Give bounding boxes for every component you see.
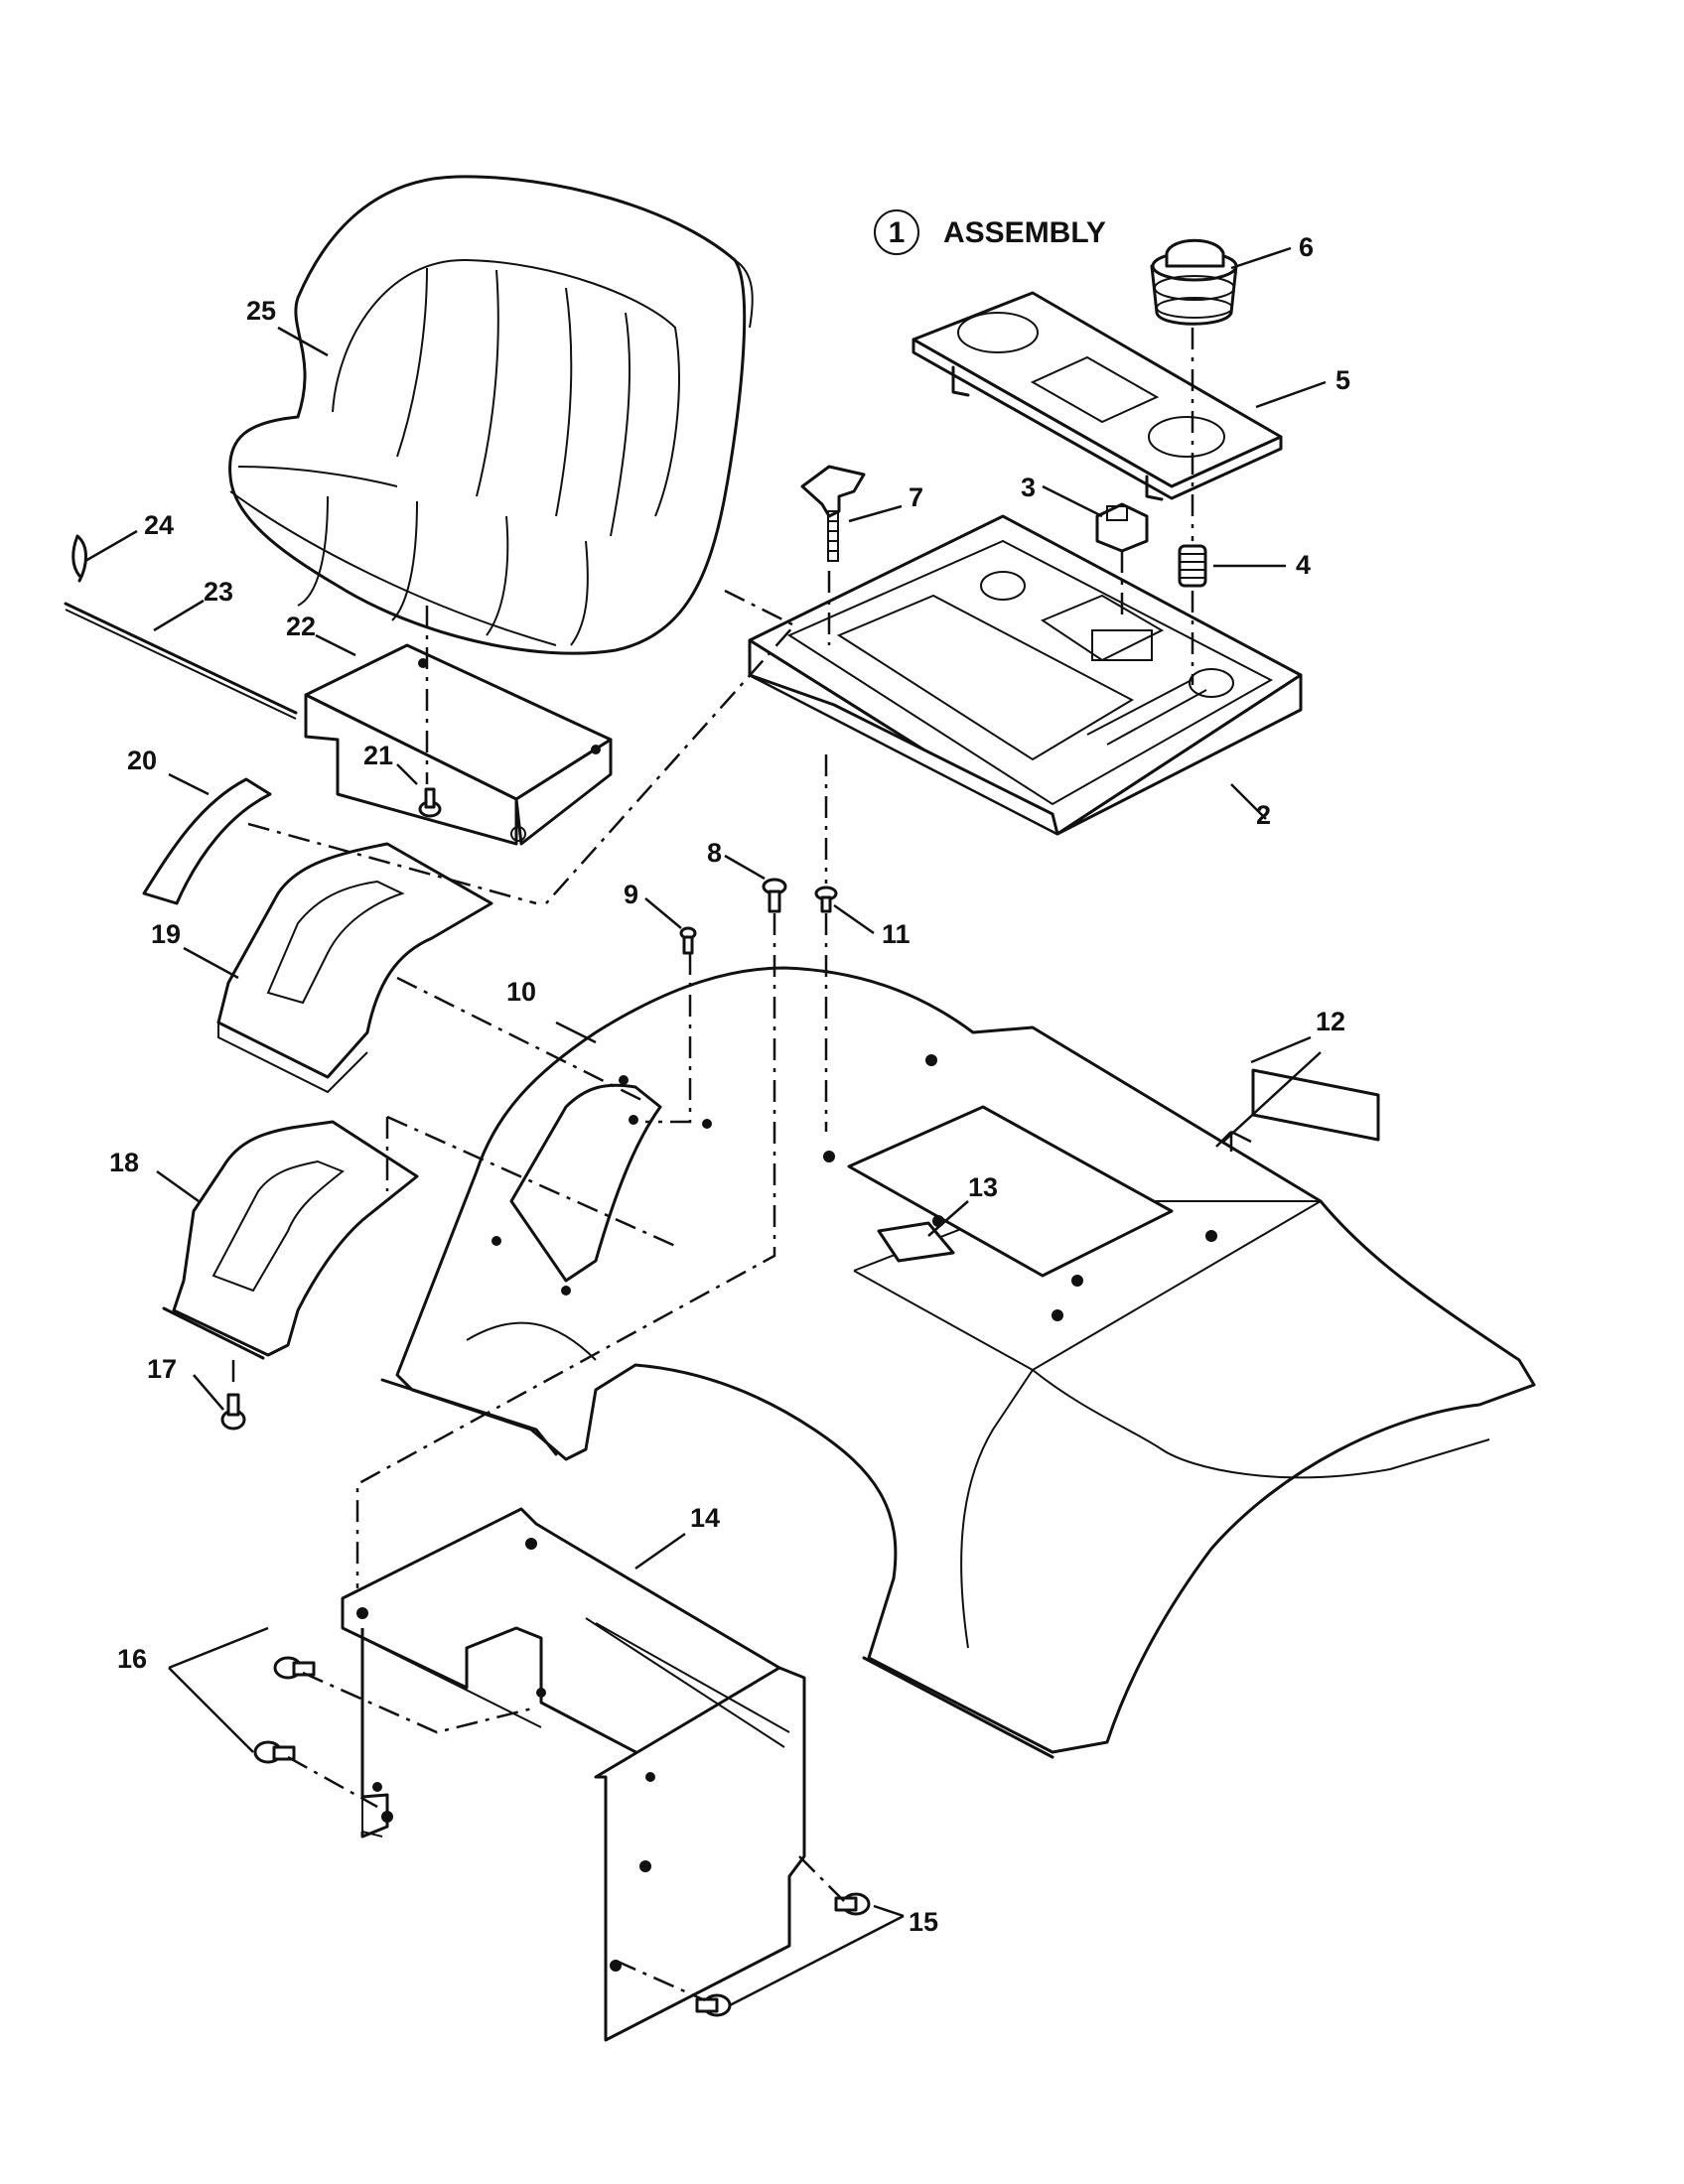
callout-24: 24: [144, 510, 174, 540]
switch-part: [1095, 502, 1149, 553]
screw-21-part: [418, 787, 442, 818]
leader-lines: [84, 246, 1327, 2007]
decal-strip-part: [142, 777, 272, 905]
screw-17-part: [220, 1393, 246, 1431]
bracket-14-part: [341, 1507, 806, 2042]
seat-part: [228, 175, 754, 655]
knob-part: [800, 465, 866, 562]
screw-8-part: [762, 878, 787, 913]
callout-3: 3: [1021, 473, 1036, 502]
seat-bracket-part: [304, 643, 613, 846]
callout-12: 12: [1316, 1007, 1345, 1036]
callout-11: 11: [882, 919, 911, 949]
hairpin-part: [71, 534, 87, 583]
decal-12-part: [1251, 1068, 1380, 1142]
assembly-title: 1 ASSEMBLY: [874, 209, 1106, 255]
bolts-15-part: [695, 1892, 871, 2017]
bolts-16-part: [253, 1656, 316, 1764]
callout-21: 21: [363, 741, 393, 770]
screw-9-part: [679, 926, 697, 955]
callout-23: 23: [204, 577, 233, 607]
rod-part: [64, 602, 298, 720]
console-part: [748, 514, 1303, 836]
callout-2: 2: [1256, 800, 1271, 830]
callout-8: 8: [707, 838, 722, 868]
assembly-label: ASSEMBLY: [943, 216, 1106, 249]
callout-5: 5: [1335, 365, 1350, 395]
shift-plate-18-part: [162, 1120, 419, 1360]
callout-16: 16: [117, 1644, 147, 1674]
callout-10: 10: [506, 977, 536, 1007]
callout-14: 14: [690, 1503, 720, 1533]
plate-13-part: [877, 1221, 955, 1263]
callout-20: 20: [127, 746, 157, 775]
callout-4: 4: [1296, 550, 1311, 580]
callout-9: 9: [624, 880, 638, 909]
callout-15: 15: [909, 1907, 938, 1937]
cup-insert-part: [1150, 238, 1238, 326]
screw-11-part: [814, 886, 838, 913]
callout-17: 17: [147, 1354, 177, 1384]
callout-13: 13: [968, 1172, 998, 1202]
callout-7: 7: [909, 482, 923, 512]
callout-18: 18: [109, 1148, 139, 1177]
callout-labels: 2 3 4 5 6 7 8 9 10 11 12 13 14 15 16 17 …: [109, 232, 1350, 1937]
shift-plate-19-part: [216, 842, 493, 1094]
fender-body-part: [380, 966, 1536, 1759]
assembly-number: 1: [889, 216, 906, 249]
callout-6: 6: [1299, 232, 1314, 262]
callout-25: 25: [246, 296, 276, 326]
cup-holder-tray-part: [912, 291, 1283, 501]
callout-19: 19: [151, 919, 181, 949]
spring-part: [1178, 544, 1207, 588]
assembly-lines: [231, 328, 1194, 2002]
callout-22: 22: [286, 612, 316, 641]
